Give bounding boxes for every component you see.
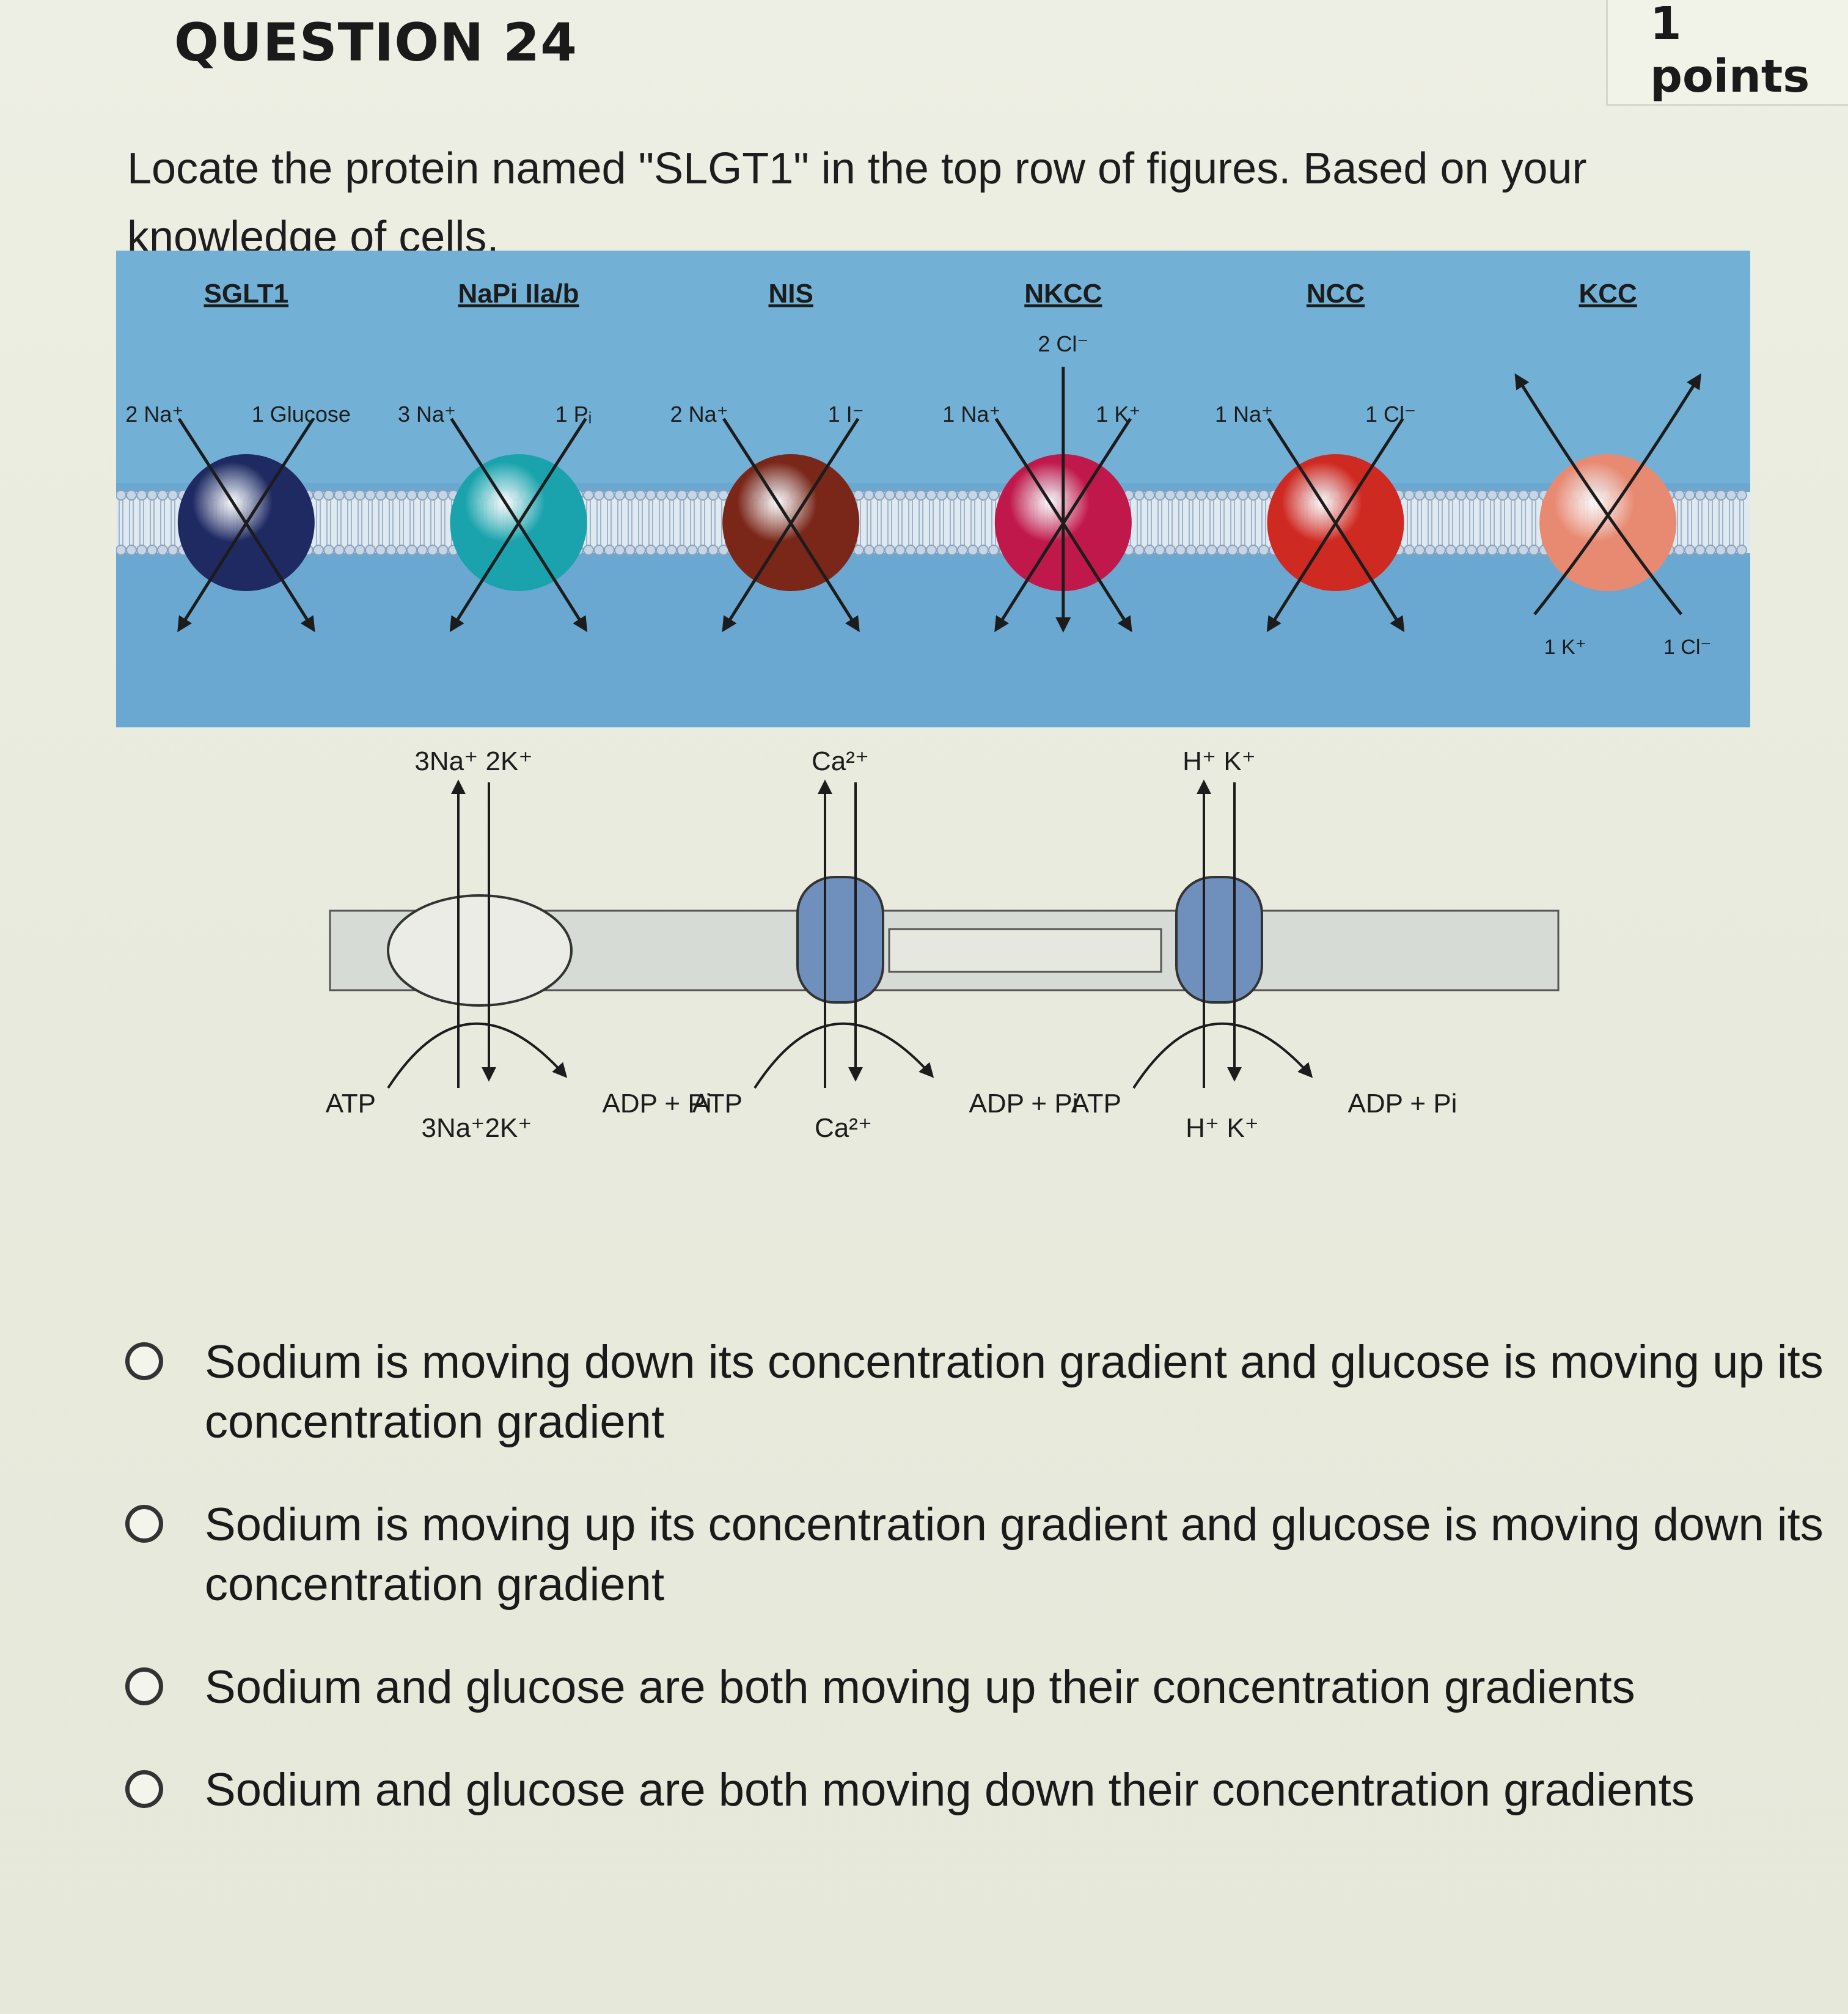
adp-label: ADP + Pi xyxy=(1348,1089,1458,1119)
radio-button[interactable] xyxy=(125,1342,163,1380)
bottom-ion-label: H⁺ K⁺ xyxy=(1186,1113,1259,1143)
answer-option[interactable]: Sodium is moving down its concentration … xyxy=(122,1332,1833,1452)
pump-body xyxy=(796,876,884,1004)
protein-name-label: SGLT1 xyxy=(204,279,289,309)
answer-option[interactable]: Sodium and glucose are both moving up th… xyxy=(122,1658,1833,1718)
protein-sphere xyxy=(1539,454,1677,591)
atpase-figure: 3Na⁺ 2K⁺ ATP 3Na⁺2K⁺ ADP + Pi Ca²⁺ ATP Ca²⁺ ADP… xyxy=(326,746,1560,1143)
adp-label: ADP + Pi xyxy=(969,1089,1079,1119)
option-label: Sodium and glucose are both moving up th… xyxy=(205,1661,1635,1713)
cotransporter-figure: SGLT1 2 Na⁺ 1 Glucose NaPi IIa/b 3 Na⁺ 1 Pᵢ NI… xyxy=(116,251,1750,727)
left-ion-label: 2 Na⁺ xyxy=(125,402,183,427)
right-ion-label: 1 I⁻ xyxy=(828,402,864,427)
transport-arrow xyxy=(1266,417,1404,633)
protein-name-label: KCC xyxy=(1579,279,1637,309)
answer-options: Sodium is moving down its concentration … xyxy=(122,1332,1833,1863)
transport-arrow xyxy=(1514,373,1683,616)
protein-ncc: NCC 1 Na⁺ 1 Cl⁻ xyxy=(1215,279,1416,633)
right-ion-label: 1 Glucose xyxy=(252,402,351,427)
protein-nkcc: NKCC 2 Cl⁻ 1 Na⁺ 1 K⁺ xyxy=(942,279,1140,633)
protein-kcc: KCC 1 K⁺ 1 Cl⁻ xyxy=(1514,279,1711,659)
protein-name-label: NaPi IIa/b xyxy=(458,279,579,309)
transport-arrow xyxy=(722,417,860,633)
bottom-right-ion-label: 1 Cl⁻ xyxy=(1663,636,1711,659)
left-ion-label: 1 Na⁺ xyxy=(1215,402,1273,427)
protein-nis: NIS 2 Na⁺ 1 I⁻ xyxy=(670,279,864,633)
atpase-pump: 3Na⁺ 2K⁺ ATP 3Na⁺2K⁺ ADP + Pi xyxy=(326,746,712,1143)
pump-body xyxy=(387,894,573,1007)
top-ion-label: H⁺ K⁺ xyxy=(1182,746,1256,776)
transport-arrow xyxy=(449,417,587,633)
top-ion-label: Ca²⁺ xyxy=(812,746,869,776)
radio-button[interactable] xyxy=(125,1770,163,1808)
atp-label: ATP xyxy=(1071,1089,1121,1119)
pump-body xyxy=(1175,876,1263,1004)
points-box xyxy=(1606,0,1848,106)
protein-napi-iia-b: NaPi IIa/b 3 Na⁺ 1 Pᵢ xyxy=(398,279,592,633)
bottom-left-ion-label: 1 K⁺ xyxy=(1544,636,1586,659)
atp-label: ATP xyxy=(692,1089,743,1119)
membrane-inner-rect xyxy=(888,928,1162,973)
answer-option[interactable]: Sodium and glucose are both moving down … xyxy=(122,1760,1833,1820)
bottom-ion-label: 3Na⁺2K⁺ xyxy=(422,1113,532,1143)
right-ion-label: 1 K⁺ xyxy=(1096,402,1140,427)
option-label: Sodium and glucose are both moving down … xyxy=(205,1764,1695,1816)
top-ion-label: 3Na⁺ 2K⁺ xyxy=(414,746,532,776)
bottom-ion-label: Ca²⁺ xyxy=(815,1113,872,1143)
question-number: QUESTION 24 xyxy=(174,12,578,73)
right-ion-label: 1 Pᵢ xyxy=(556,402,592,427)
adp-label: ADP + Pi xyxy=(603,1089,712,1119)
protein-name-label: NKCC xyxy=(1024,279,1102,309)
left-ion-label: 1 Na⁺ xyxy=(942,402,1000,427)
lipid-bilayer xyxy=(116,490,1750,556)
atp-label: ATP xyxy=(326,1089,376,1119)
left-ion-label: 2 Na⁺ xyxy=(670,402,728,427)
atp-hydrolysis-arrow xyxy=(1132,1022,1313,1089)
points-label: 1 points xyxy=(1650,0,1810,103)
option-label: Sodium is moving up its concentration gr… xyxy=(205,1499,1824,1611)
transport-arrow xyxy=(1533,373,1701,616)
transport-arrow xyxy=(177,417,315,633)
atpase-pump: Ca²⁺ ATP Ca²⁺ ADP + Pi xyxy=(692,746,1079,1143)
figure-background xyxy=(116,251,1750,727)
left-ion-label: 3 Na⁺ xyxy=(398,402,456,427)
top-ion-label: 2 Cl⁻ xyxy=(1038,331,1088,356)
atpase-pump: H⁺ K⁺ ATP H⁺ K⁺ ADP + Pi xyxy=(1071,746,1458,1143)
protein-name-label: NIS xyxy=(768,279,813,309)
radio-button[interactable] xyxy=(125,1505,163,1543)
protein-name-label: NCC xyxy=(1307,279,1365,309)
answer-option[interactable]: Sodium is moving up its concentration gr… xyxy=(122,1495,1833,1615)
atp-hydrolysis-arrow xyxy=(754,1022,934,1089)
option-label: Sodium is moving down its concentration … xyxy=(205,1336,1824,1448)
radio-button[interactable] xyxy=(125,1667,163,1705)
right-ion-label: 1 Cl⁻ xyxy=(1365,402,1416,427)
atp-hydrolysis-arrow xyxy=(387,1022,568,1089)
protein-sglt1: SGLT1 2 Na⁺ 1 Glucose xyxy=(125,279,351,633)
